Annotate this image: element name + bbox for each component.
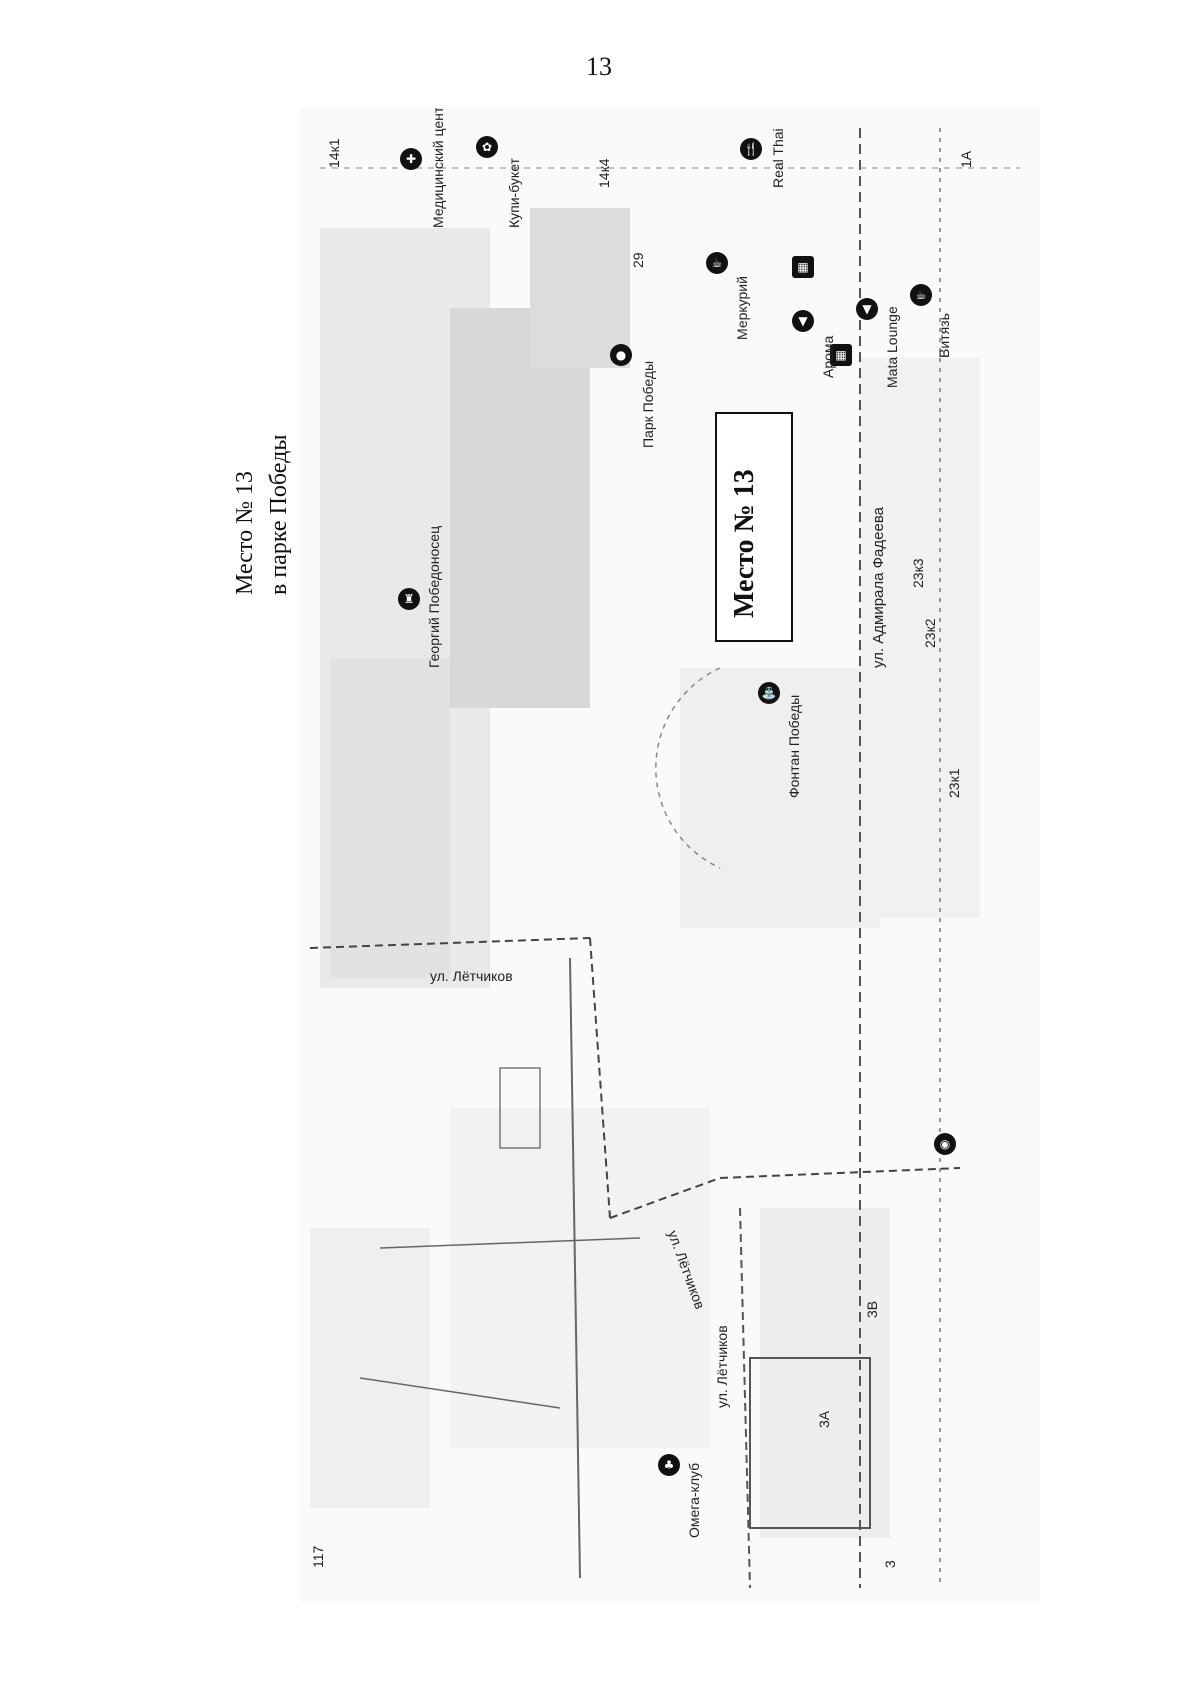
house-23k1: 23к1 (946, 768, 962, 798)
house-117: 117 (310, 1545, 326, 1568)
label-medical-center: Медицинский центр (430, 108, 446, 228)
bar-icon[interactable]: ▼ (792, 310, 814, 332)
shop-icon-2[interactable]: ▦ (830, 344, 852, 366)
cross-icon[interactable]: ✚ (400, 148, 422, 170)
caption-line-1: Место № 13 (232, 471, 258, 595)
metro-icon[interactable]: ◉ (934, 1133, 956, 1155)
cafe-icon[interactable]: ☕ (706, 252, 728, 274)
label-aroma: Арома (820, 335, 836, 378)
house-23k2: 23к2 (922, 618, 938, 648)
club-icon[interactable]: ♣ (658, 1454, 680, 1476)
label-real-thai: Real Thai (770, 128, 786, 188)
place-callout: Место № 13 (715, 412, 793, 642)
cafe-icon-2[interactable]: ☕ (910, 284, 932, 306)
map-base (309, 128, 1020, 1589)
label-georgiy: Георгий Победоносец (426, 525, 442, 668)
callout-text: Место № 13 (729, 469, 760, 618)
street-admirala-fadeeva: ул. Адмирала Фадеева (870, 507, 887, 668)
page-number: 13 (586, 52, 612, 81)
bar-icon-2[interactable]: ▼ (856, 298, 878, 320)
label-merkuriy: Меркурий (734, 276, 750, 340)
flower-icon[interactable]: ✿ (476, 136, 498, 158)
house-1a: 1А (958, 150, 974, 168)
house-3v: 3В (864, 1300, 880, 1318)
house-3a: 3А (816, 1410, 832, 1428)
house-3: 3 (882, 1560, 898, 1568)
house-14k4: 14к4 (596, 158, 612, 188)
caption-line-2: в парке Победы (266, 434, 292, 595)
label-omega-club: Омега-клуб (686, 1462, 702, 1538)
park-icon[interactable]: ● (610, 344, 632, 366)
house-29: 29 (630, 252, 646, 268)
street-letchikov-top: ул. Лётчиков (430, 968, 513, 984)
monument-icon[interactable]: ♜ (398, 588, 420, 610)
label-vityaz: Витязь (936, 313, 952, 358)
house-14k1: 14к1 (326, 138, 342, 168)
food-icon[interactable]: 🍴 (740, 138, 762, 160)
label-kupi-buket: Купи-букет (506, 158, 522, 228)
label-mata-lounge: Mata Lounge (884, 306, 900, 388)
label-park-pobedy: Парк Победы (640, 360, 656, 448)
fountain-icon[interactable]: ⛲ (758, 682, 780, 704)
label-fontan: Фонтан Победы (786, 694, 802, 798)
house-23k3: 23к3 (910, 558, 926, 588)
map[interactable]: ✚ ✿ 🍴 ● ☕ ▦ ▼ ▼ ☕ ▦ ♜ ⛲ ◉ ♣ Медицинский … (300, 108, 1040, 1603)
shop-icon[interactable]: ▦ (792, 256, 814, 278)
street-letchikov-bottom: ул. Лётчиков (714, 1325, 730, 1408)
